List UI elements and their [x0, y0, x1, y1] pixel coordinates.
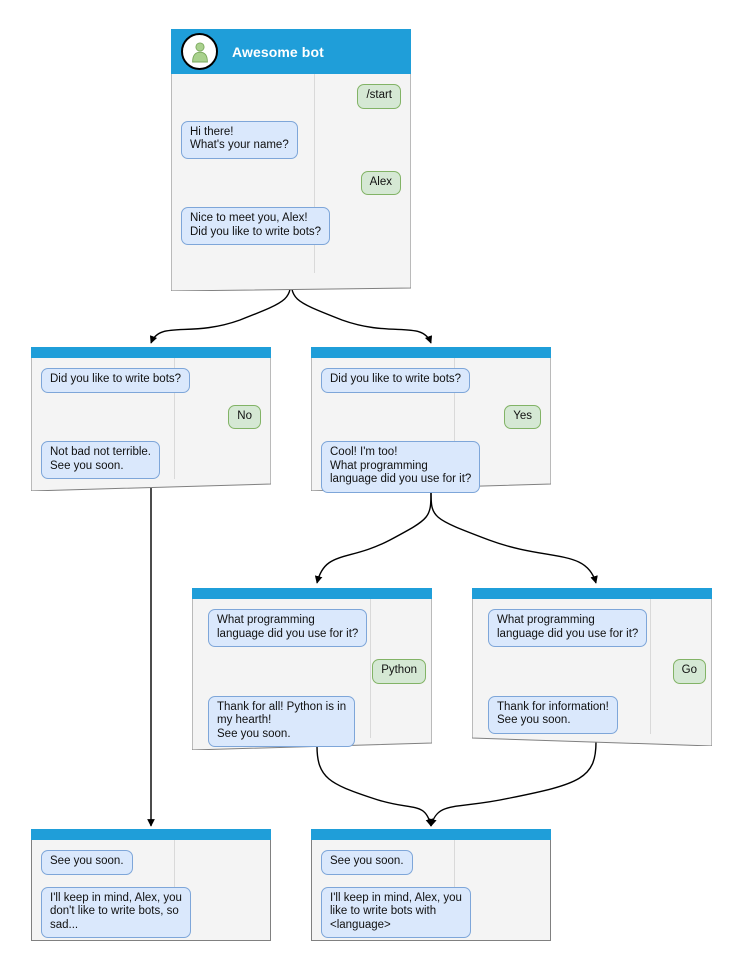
- chat-transcript-end-no: See you soon. I'll keep in mind, Alex, y…: [31, 840, 271, 938]
- chat-bubble-bot[interactable]: I'll keep in mind, Alex, you like to wri…: [321, 886, 471, 938]
- edge-go-to-end-yes: [429, 741, 597, 827]
- edge-yes-to-python: [314, 489, 432, 584]
- node-answer-go[interactable]: What programming language did you use fo…: [472, 588, 712, 746]
- chat-bubble-bot[interactable]: What programming language did you use fo…: [488, 609, 648, 647]
- chat-row: Alex: [181, 170, 401, 195]
- chat-row: What programming language did you use fo…: [488, 609, 706, 647]
- chat-row: Nice to meet you, Alex! Did you like to …: [181, 207, 401, 245]
- chat-row: Not bad not terrible. See you soon.: [41, 441, 261, 479]
- node-header-bar: [31, 347, 271, 358]
- chat-bubble-user[interactable]: Yes: [504, 404, 541, 429]
- edge-python-to-end-yes: [316, 745, 434, 827]
- chat-bubble-bot[interactable]: What programming language did you use fo…: [208, 609, 368, 647]
- chat-bubble-user[interactable]: Alex: [360, 170, 401, 195]
- chat-bubble-bot[interactable]: Did you like to write bots?: [41, 368, 191, 393]
- node-divider-line: [314, 74, 315, 273]
- node-header-bar: [311, 347, 551, 358]
- bot-name-title: Awesome bot: [232, 43, 324, 60]
- chat-bubble-bot[interactable]: Thank for information! See you soon.: [488, 695, 618, 734]
- chat-bubble-bot[interactable]: Hi there! What's your name?: [181, 120, 298, 159]
- person-avatar-icon: [181, 33, 218, 70]
- chat-row: See you soon.: [41, 850, 261, 875]
- chat-bubble-bot[interactable]: Nice to meet you, Alex! Did you like to …: [181, 207, 331, 245]
- chat-row: I'll keep in mind, Alex, you like to wri…: [321, 886, 541, 938]
- node-end-no[interactable]: See you soon. I'll keep in mind, Alex, y…: [31, 829, 271, 941]
- chat-row: Thank for information! See you soon.: [488, 695, 706, 734]
- person-glyph-icon: [191, 41, 208, 62]
- chat-transcript-end-yes: See you soon. I'll keep in mind, Alex, y…: [311, 840, 551, 938]
- chat-transcript-root: /start Hi there! What's your name? Alex …: [171, 74, 411, 245]
- chat-row: Hi there! What's your name?: [181, 120, 401, 159]
- chat-bubble-user[interactable]: /start: [357, 84, 401, 109]
- node-header-bar: [192, 588, 432, 599]
- chat-row: See you soon.: [321, 850, 541, 875]
- node-header-bar: [472, 588, 712, 599]
- node-header-bar: [311, 829, 551, 840]
- chat-bubble-bot[interactable]: Not bad not terrible. See you soon.: [41, 441, 161, 479]
- chat-transcript-python: What programming language did you use fo…: [192, 599, 432, 747]
- chat-row: I'll keep in mind, Alex, you don't like …: [41, 886, 261, 938]
- chat-bubble-user[interactable]: Python: [372, 659, 426, 684]
- chat-bubble-user[interactable]: No: [228, 404, 261, 429]
- node-divider-line: [650, 599, 651, 734]
- chat-bubble-user[interactable]: Go: [672, 659, 706, 684]
- chat-row: Go: [488, 659, 706, 684]
- chat-bubble-bot[interactable]: See you soon.: [321, 850, 413, 875]
- node-header-root: Awesome bot: [171, 29, 411, 74]
- node-header-bar: [31, 829, 271, 840]
- node-divider-line: [370, 599, 371, 738]
- chat-bubble-bot[interactable]: See you soon.: [41, 850, 133, 875]
- chat-transcript-no: Did you like to write bots? No Not bad n…: [31, 358, 271, 479]
- chat-row: No: [41, 404, 261, 429]
- node-divider-line: [174, 358, 175, 479]
- chat-bubble-bot[interactable]: Cool! I'm too! What programming language…: [321, 441, 481, 493]
- chat-row: What programming language did you use fo…: [208, 609, 426, 647]
- chat-bubble-bot[interactable]: I'll keep in mind, Alex, you don't like …: [41, 886, 191, 938]
- chat-transcript-yes: Did you like to write bots? Yes Cool! I'…: [311, 358, 551, 493]
- chat-row: Python: [208, 659, 426, 684]
- chat-row: Yes: [321, 404, 541, 429]
- edge-yes-to-go: [430, 489, 598, 584]
- node-answer-no[interactable]: Did you like to write bots? No Not bad n…: [31, 347, 271, 491]
- chat-row: /start: [181, 84, 401, 109]
- chat-row: Thank for all! Python is in my hearth! S…: [208, 695, 426, 747]
- node-root-start[interactable]: Awesome bot /start Hi there! What's your…: [171, 29, 411, 291]
- node-answer-python[interactable]: What programming language did you use fo…: [192, 588, 432, 750]
- node-answer-yes[interactable]: Did you like to write bots? Yes Cool! I'…: [311, 347, 551, 493]
- node-end-yes[interactable]: See you soon. I'll keep in mind, Alex, y…: [311, 829, 551, 941]
- chat-row: Did you like to write bots?: [41, 368, 261, 393]
- chat-row: Cool! I'm too! What programming language…: [321, 441, 541, 493]
- chat-bubble-bot[interactable]: Did you like to write bots?: [321, 368, 471, 393]
- chat-row: Did you like to write bots?: [321, 368, 541, 393]
- chat-transcript-go: What programming language did you use fo…: [472, 599, 712, 734]
- node-divider-line: [454, 358, 455, 479]
- chat-bubble-bot[interactable]: Thank for all! Python is in my hearth! S…: [208, 695, 356, 747]
